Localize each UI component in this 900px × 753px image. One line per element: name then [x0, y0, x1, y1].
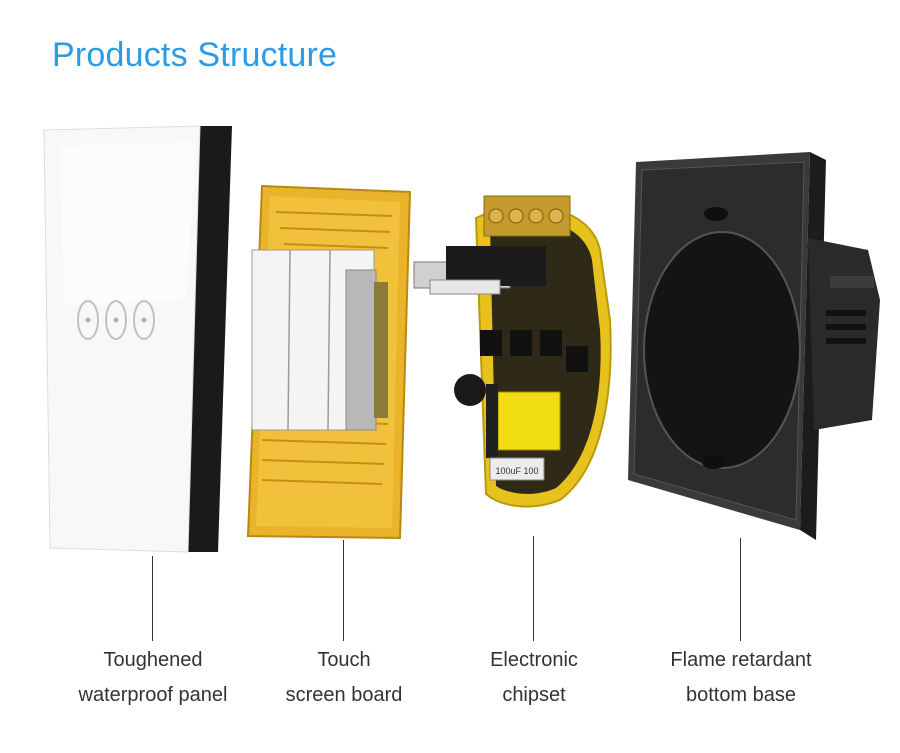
touch-button-left-icon	[77, 300, 99, 340]
caption-line-2: chipset	[502, 684, 566, 706]
touch-board-image	[246, 184, 412, 540]
caption-line-1: Flame retardant	[670, 649, 812, 671]
caption-line-2: bottom base	[685, 684, 797, 706]
caption-line-2: screen board	[285, 684, 403, 706]
glass-panel-image	[43, 125, 232, 553]
caption-line-1: Touch	[317, 649, 371, 671]
leader-line-base	[740, 538, 741, 641]
capacitor-label: 100uF 100	[495, 466, 538, 476]
caption-line-1: Electronic	[490, 649, 578, 671]
pcb-chipset-image: 100uF 100	[413, 195, 612, 508]
caption-panel: Toughened waterproof panel	[43, 643, 263, 713]
caption-chipset: Electronic chipset	[424, 643, 644, 713]
leader-line-board	[343, 540, 344, 641]
caption-board: Touch screen board	[234, 643, 454, 713]
touch-button-middle-icon	[105, 300, 127, 340]
caption-base: Flame retardant bottom base	[631, 643, 851, 713]
touch-button-right-icon	[133, 300, 155, 340]
page-title: Products Structure	[52, 36, 338, 74]
caption-line-1: Toughened	[103, 649, 203, 671]
leader-line-panel	[152, 556, 153, 641]
bottom-base-image	[628, 152, 880, 540]
caption-line-2: waterproof panel	[78, 684, 228, 706]
leader-line-chipset	[533, 536, 534, 641]
